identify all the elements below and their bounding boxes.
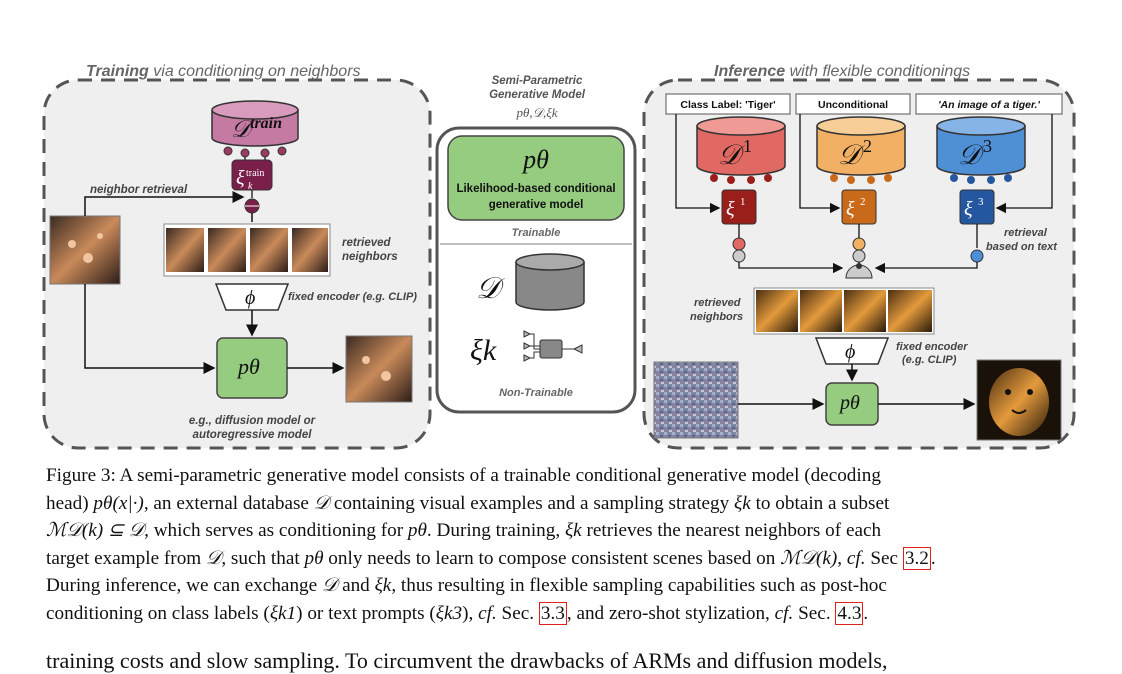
ref-link-4-3[interactable]: 4.3 [835, 601, 864, 625]
neighbor-retrieval-label: neighbor retrieval [90, 184, 188, 196]
db3-sup: 3 [983, 136, 992, 156]
inference-encoder-symbol: ϕ [845, 341, 855, 363]
training-output-image [345, 335, 413, 403]
neighbor-image [166, 228, 204, 272]
db1-sup: 1 [743, 136, 752, 156]
training-sampler-sub: k [248, 181, 253, 192]
neighbor-image [756, 290, 798, 332]
retrieved-label-2: neighbors [342, 251, 398, 263]
center-title-1: Semi-Parametric [492, 75, 583, 87]
training-sampler-sup: train [246, 168, 264, 179]
training-encoder-label: fixed encoder (e.g. CLIP) [288, 291, 417, 303]
center-model-desc-2: generative model [489, 199, 584, 211]
inference-database-1: 𝒟 1 [696, 116, 786, 184]
caption-line-5: During inference, we can exchange 𝒟 and … [46, 575, 887, 597]
training-sampler-label: ξ [236, 167, 245, 189]
inference-retrieved-label-1: retrieved [694, 297, 741, 309]
neighbor-image [208, 228, 246, 272]
inference-retrieved-neighbors [753, 287, 935, 335]
training-input-image [49, 215, 121, 285]
neighbor-image [292, 228, 328, 272]
training-title-rest: via conditioning on neighbors [149, 63, 361, 80]
retrieval-text-2: based on text [986, 241, 1058, 253]
sampler2-label: ξ [846, 198, 855, 220]
inference-panel: Inference with flexible conditionings Cl… [642, 63, 1076, 450]
model-note-2: autoregressive model [193, 429, 313, 441]
condition-class-label: Class Label: 'Tiger' [680, 99, 775, 111]
center-sampler-icon [523, 330, 583, 362]
inference-retrieved-label-2: neighbors [690, 311, 743, 323]
center-panel: Semi-Parametric Generative Model pθ,𝒟,ξk… [435, 75, 637, 414]
condition-text-label: 'An image of a tiger.' [938, 99, 1040, 111]
inference-encoder [814, 337, 890, 365]
caption-line-2: head) pθ(x|·), an external database 𝒟 co… [46, 492, 890, 514]
sampler1-sup: 1 [740, 196, 746, 208]
body-text: training costs and slow sampling. To cir… [46, 648, 888, 673]
condition-box-unconditional [795, 93, 911, 115]
training-db-sup: train [250, 115, 282, 132]
db2-sup: 2 [863, 136, 872, 156]
neighbor-image [800, 290, 842, 332]
center-sampler-symbol: ξk [470, 334, 497, 367]
inference-database-3: 𝒟 3 [936, 116, 1026, 184]
sampler3-label: ξ [964, 198, 973, 220]
caption-line-4: target example from 𝒟, such that pθ only… [46, 546, 936, 570]
figure-3: Training via conditioning on neighbors 𝒟… [42, 63, 1076, 450]
training-model-symbol: pθ [236, 354, 260, 379]
caption-line-1: Figure 3: A semi-parametric generative m… [46, 465, 881, 486]
center-title-2: Generative Model [489, 89, 586, 101]
training-database: 𝒟 train [211, 100, 299, 158]
inference-noise-image [653, 361, 739, 439]
inference-title-rest: with flexible conditionings [785, 63, 970, 80]
retrieved-label-1: retrieved [342, 237, 392, 249]
training-encoder [214, 283, 290, 311]
center-database-icon [515, 253, 585, 311]
condition-box-class [665, 93, 791, 115]
ref-link-3-3[interactable]: 3.3 [538, 601, 567, 625]
condition-box-text [915, 93, 1063, 115]
caption-line-6: conditioning on class labels (ξk1) or te… [46, 601, 869, 625]
inference-encoder-label-2: (e.g. CLIP) [902, 354, 957, 366]
center-model-desc-1: Likelihood-based conditional [456, 183, 615, 195]
sampler2-sup: 2 [860, 196, 866, 208]
inference-title-bold: Inference [714, 63, 785, 80]
center-title-math: pθ,𝒟,ξk [515, 105, 557, 120]
sampler3-sup: 3 [978, 196, 984, 208]
neighbor-image [888, 290, 932, 332]
training-panel: Training via conditioning on neighbors 𝒟… [42, 63, 432, 450]
inference-output-image [976, 359, 1062, 441]
svg-text:Training via conditioning on n: Training via conditioning on neighbors [86, 63, 361, 80]
training-sampler: ξ train k [231, 157, 273, 214]
inference-database-2: 𝒟 2 [816, 116, 906, 184]
model-note-1: e.g., diffusion model or [189, 415, 316, 427]
center-model-symbol: pθ [521, 145, 549, 174]
training-retrieved-neighbors [163, 223, 331, 277]
center-model-box [447, 135, 625, 221]
non-trainable-label: Non-Trainable [499, 387, 573, 399]
training-title-bold: Training [86, 63, 149, 80]
neighbor-image [250, 228, 288, 272]
ref-link-3-2[interactable]: 3.2 [902, 546, 931, 570]
sampler1-label: ξ [726, 198, 735, 220]
inference-model-symbol: pθ [838, 392, 860, 414]
caption-line-3: ℳ𝒟(k) ⊆ 𝒟, which serves as conditioning … [46, 520, 882, 542]
training-encoder-symbol: ϕ [245, 287, 255, 309]
inference-encoder-label-1: fixed encoder [896, 341, 968, 353]
trainable-label: Trainable [512, 227, 561, 239]
retrieval-text-1: retrieval [1004, 227, 1048, 239]
svg-text:Inference with flexible condit: Inference with flexible conditionings [714, 63, 970, 80]
neighbor-image [844, 290, 886, 332]
condition-unconditional-label: Unconditional [818, 99, 888, 111]
figure-caption: Figure 3: A semi-parametric generative m… [46, 462, 1078, 628]
